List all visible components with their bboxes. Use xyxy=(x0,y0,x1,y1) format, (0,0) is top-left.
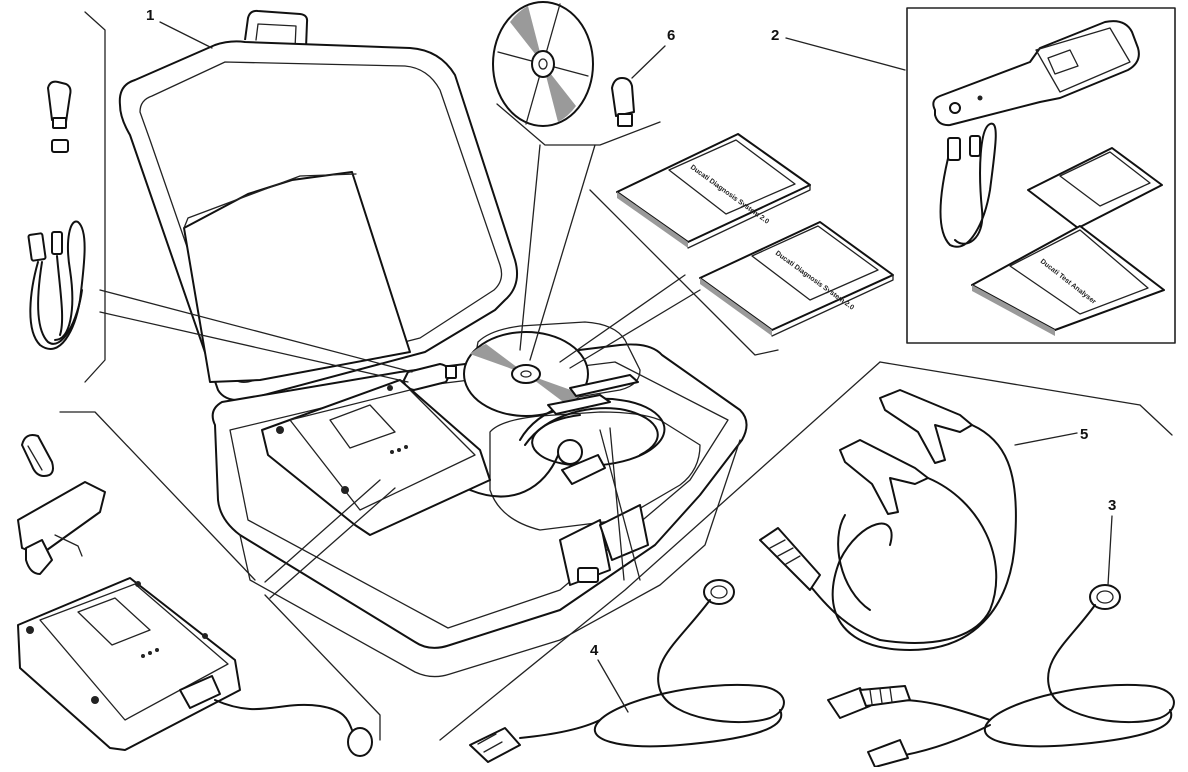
section-divider-right xyxy=(439,361,1173,741)
callout-6: 6 xyxy=(667,27,676,44)
section-divider-left xyxy=(59,11,381,741)
cables-in-case xyxy=(519,374,666,485)
leader-lines-case xyxy=(99,103,701,599)
carrying-case xyxy=(118,9,748,678)
diagnostic-unit-in-case xyxy=(261,379,583,536)
manuals-leader xyxy=(589,189,779,356)
usb-stick-icon xyxy=(47,80,72,153)
callout-4: 4 xyxy=(590,642,599,659)
carabiner-icon xyxy=(21,434,54,477)
callout-2: 2 xyxy=(771,27,780,44)
strap-icon xyxy=(17,481,106,575)
diagnostic-cable xyxy=(469,579,785,763)
cd-disc xyxy=(492,1,594,127)
diagnostic-unit xyxy=(17,577,373,757)
usb-key xyxy=(611,77,635,127)
usb-cable-icon xyxy=(27,220,86,350)
callout-1: 1 xyxy=(146,7,155,24)
callout-5: 5 xyxy=(1080,426,1089,443)
adapter-cable-dual xyxy=(827,584,1175,768)
test-analyser-kit: Ducati Test Analyser xyxy=(906,7,1176,344)
callout-3: 3 xyxy=(1108,497,1117,514)
manual-book-2: Ducati Diagnosis System 2.0 xyxy=(699,221,894,337)
cd-disc-in-case xyxy=(463,331,589,417)
battery-clamp-cable xyxy=(759,389,1017,651)
manual-book-1: Ducati Diagnosis System 2.0 xyxy=(616,133,811,249)
